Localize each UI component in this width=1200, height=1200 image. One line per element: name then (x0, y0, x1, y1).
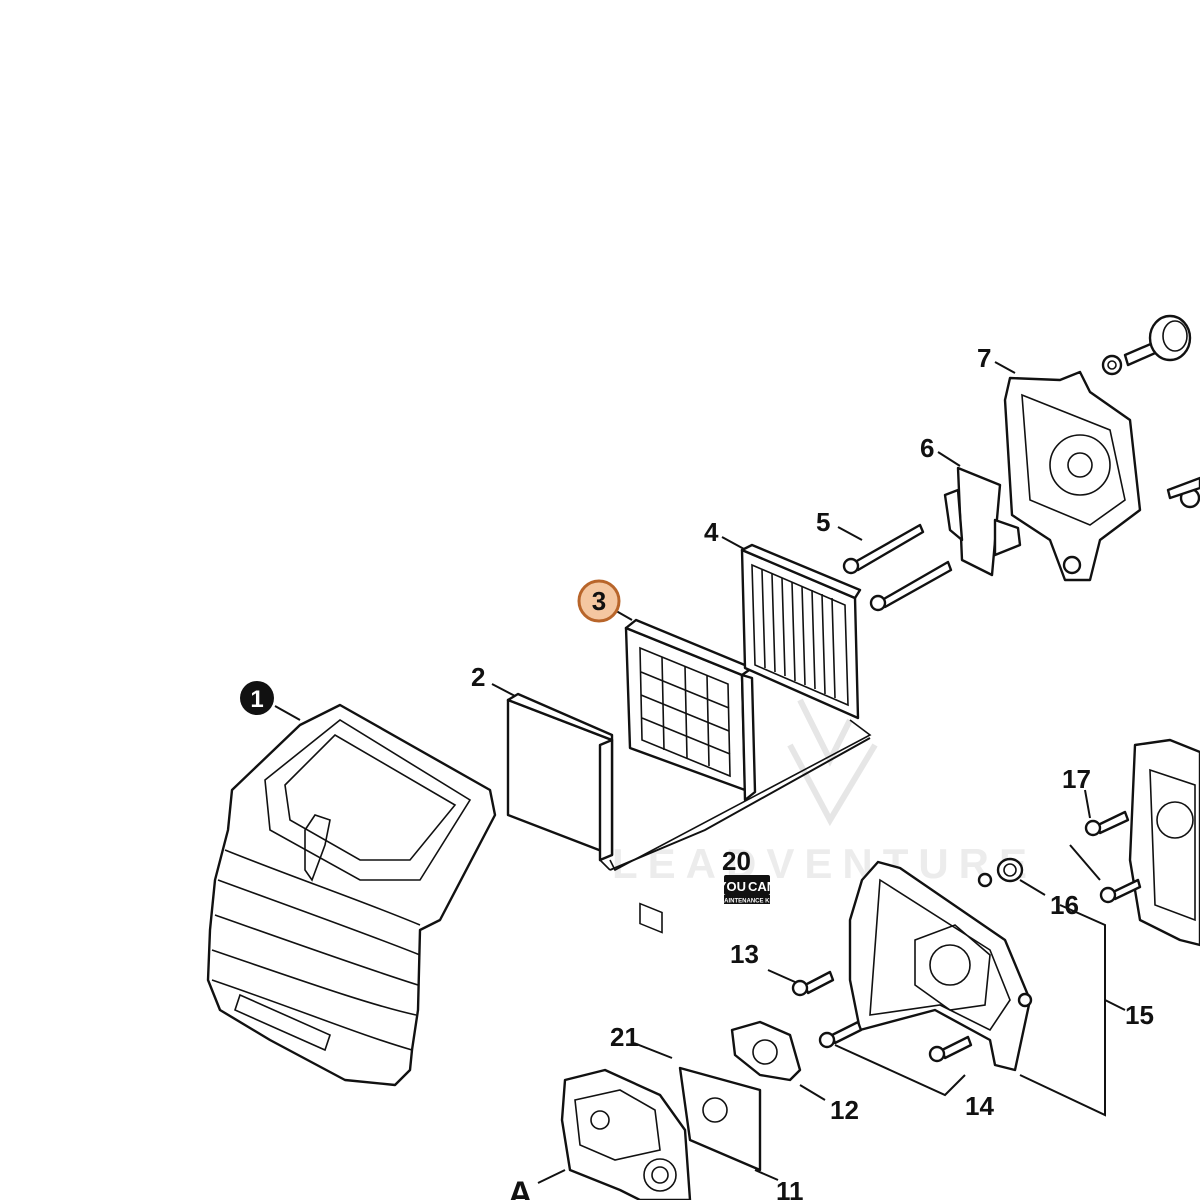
callout-5[interactable]: 5 (816, 507, 830, 537)
callout-17[interactable]: 17 (1062, 764, 1091, 794)
callout-A[interactable]: A (508, 1175, 533, 1200)
watermark-logo: LEADVENTURE (612, 698, 1037, 887)
svg-text:1: 1 (250, 686, 263, 713)
callout-2[interactable]: 2 (471, 662, 485, 692)
callout-15[interactable]: 15 (1125, 1000, 1154, 1030)
kit-bracket (599, 719, 872, 872)
spacer-ring (996, 857, 1024, 883)
gasket (943, 466, 1022, 577)
air-filter-base-plate (1003, 370, 1142, 582)
callout-14[interactable]: 14 (965, 1091, 994, 1121)
callout-13[interactable]: 13 (730, 939, 759, 969)
knob-nut (1101, 314, 1200, 509)
air-filter-cover (206, 703, 497, 1087)
callout-6[interactable]: 6 (920, 433, 934, 463)
callout-20[interactable]: 20 (722, 846, 751, 876)
screw-13 (791, 970, 835, 997)
callout-4[interactable]: 4 (704, 517, 719, 547)
callout-12[interactable]: 12 (830, 1095, 859, 1125)
screw-pair-14 (818, 1020, 973, 1063)
callout-21[interactable]: 21 (610, 1022, 639, 1052)
right-housing (1128, 738, 1200, 947)
callout-1[interactable]: 1 (240, 681, 274, 715)
watermark-text: LEADVENTURE (612, 840, 1037, 887)
badge-line3: MAINTENANCE KIT (719, 899, 775, 905)
carburetor-housing (848, 860, 1033, 1072)
callout-16[interactable]: 16 (1050, 890, 1079, 920)
filter-grid-frame (624, 618, 757, 934)
callout-11[interactable]: 11 (776, 1176, 804, 1200)
screw-pair-17 (1084, 810, 1142, 904)
pre-filter-pad (506, 692, 614, 862)
callout-3[interactable]: 3 (577, 579, 621, 623)
flange-plate (730, 1020, 802, 1082)
svg-text:3: 3 (592, 586, 606, 616)
carburetor-gasket (678, 1066, 762, 1172)
carburetor (560, 1068, 692, 1200)
paper-filter (740, 543, 862, 720)
leader-lines (274, 361, 1126, 1184)
screw-pair-5 (842, 523, 953, 612)
callout-7[interactable]: 7 (977, 343, 991, 373)
